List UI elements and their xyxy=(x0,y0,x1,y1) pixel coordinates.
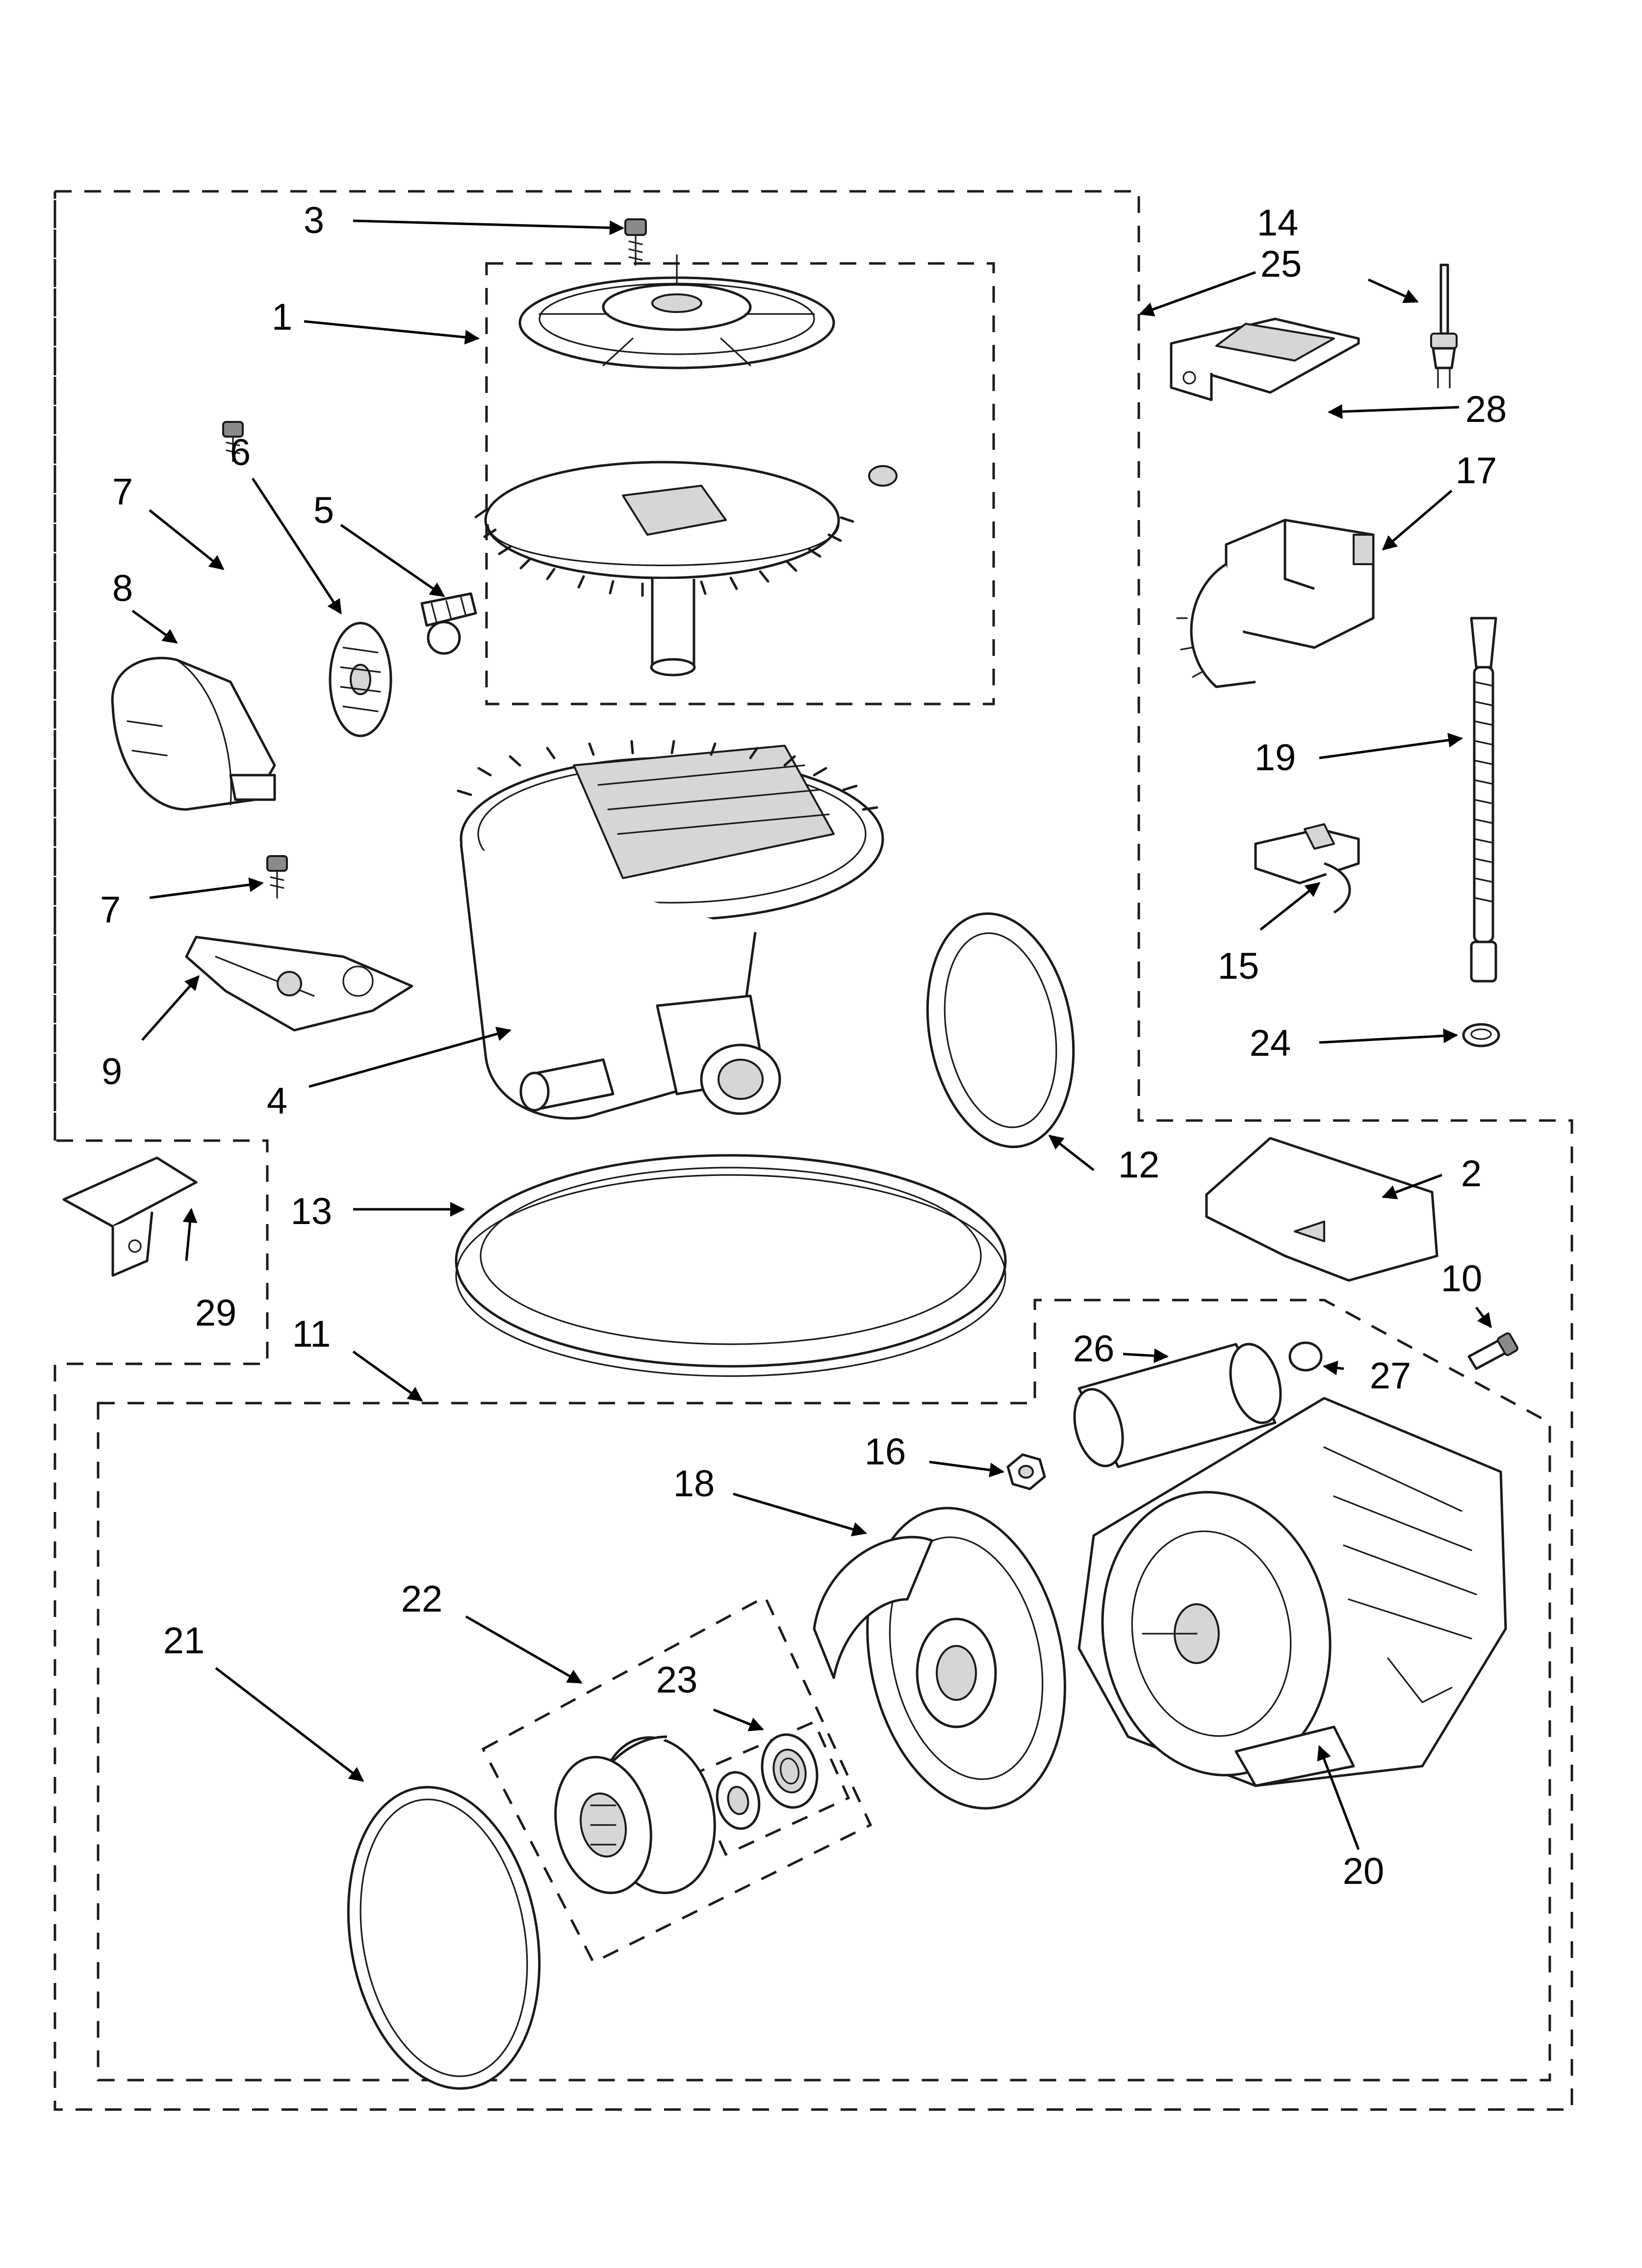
impeller-part-6 xyxy=(329,622,392,737)
callout-23: 23 xyxy=(656,1659,698,1701)
diverter-motor-part-17 xyxy=(1176,519,1375,688)
screw-part-11 xyxy=(1467,1332,1518,1370)
float-switch-part-15 xyxy=(1254,823,1360,914)
sensor-bracket-part-28 xyxy=(1170,317,1360,401)
screw-part-7-upper xyxy=(222,421,244,462)
callout-20: 20 xyxy=(1343,1851,1385,1892)
motor-cover-part-8 xyxy=(111,656,276,811)
callout-28: 28 xyxy=(1465,389,1507,430)
capacitor-part-26 xyxy=(1073,1343,1282,1468)
stopper-part-5 xyxy=(420,592,477,655)
outline-pump-motor-group xyxy=(97,1299,1551,2082)
pump-housing-part-18 xyxy=(813,1507,1066,1810)
callout-8: 8 xyxy=(112,568,133,609)
disc-part-27 xyxy=(1288,1341,1323,1372)
thermistor-part-25 xyxy=(1430,263,1458,389)
pump-motor-part-20 xyxy=(1078,1397,1507,1787)
seal-assembly-part-22 xyxy=(554,1735,716,1894)
callout-17: 17 xyxy=(1456,450,1497,492)
sump-part-4 xyxy=(457,740,884,1120)
screw-part-3 xyxy=(624,218,647,266)
seal-part-23 xyxy=(716,1733,819,1830)
cover-plate-part-2 xyxy=(1205,1137,1438,1282)
callout-16: 16 xyxy=(865,1431,906,1473)
callout-15: 15 xyxy=(1218,945,1259,987)
callout-7-upper: 7 xyxy=(112,471,133,513)
callout-18: 18 xyxy=(673,1463,715,1505)
callout-14: 14 xyxy=(1257,202,1299,244)
callout-22: 22 xyxy=(401,1578,443,1620)
assembly-outlines xyxy=(53,190,1573,2111)
callout-11: 10 xyxy=(1441,1258,1483,1300)
filter-assembly-part-1 xyxy=(474,254,898,677)
mounting-ring-part-12 xyxy=(926,912,1075,1148)
callout-24: 24 xyxy=(1250,1022,1291,1064)
callout-25: 25 xyxy=(1260,243,1302,285)
leader-lines xyxy=(131,219,1492,1850)
o-ring-part-21 xyxy=(347,1786,541,2090)
sump-gasket-part-13 xyxy=(455,1154,1007,1377)
callout-7-lower: 7 xyxy=(100,889,121,931)
outline-sump-group xyxy=(53,190,1573,2111)
callout-4: 4 xyxy=(267,1080,287,1122)
callout-13: 13 xyxy=(291,1191,333,1232)
callout-26: 26 xyxy=(1073,1328,1115,1370)
callout-2: 2 xyxy=(1461,1153,1482,1195)
callout-9: 9 xyxy=(102,1051,122,1093)
callout-3: 3 xyxy=(304,200,324,241)
callout-19: 19 xyxy=(1255,737,1296,779)
callout-6: 6 xyxy=(230,432,251,473)
callout-5: 5 xyxy=(313,490,334,531)
screw-part-7-lower xyxy=(266,855,288,899)
clamp-part-24 xyxy=(1462,1023,1500,1047)
drain-hose-part-19 xyxy=(1470,617,1497,983)
nut-part-16 xyxy=(1006,1453,1046,1490)
callout-27: 27 xyxy=(1370,1355,1411,1397)
callout-labels: 3 1 7 6 5 8 7 9 4 12 13 29 2 10 11 14 25… xyxy=(100,200,1507,1892)
callout-10: 11 xyxy=(292,1313,331,1355)
callout-12: 12 xyxy=(1118,1144,1160,1186)
outline-seal-kit xyxy=(481,1595,872,1964)
callout-1: 1 xyxy=(272,296,292,338)
bracket-part-29 xyxy=(62,1156,198,1277)
callout-21: 21 xyxy=(163,1620,205,1662)
callout-29: 29 xyxy=(195,1292,237,1334)
shield-part-9 xyxy=(185,936,413,1032)
